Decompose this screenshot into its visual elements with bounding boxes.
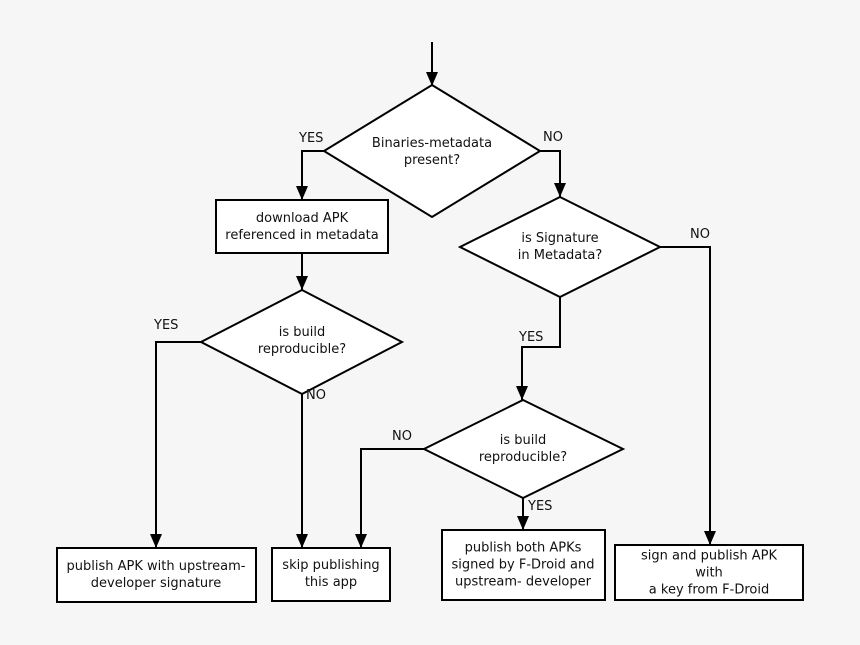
decision-build-left-label: is build reproducible? (257, 325, 347, 357)
edge-label-signature-yes: YES (519, 330, 544, 345)
process-skip-publishing (271, 547, 391, 602)
edge-label-build-left-yes: YES (154, 318, 179, 333)
edge-build-left-yes-connector (150, 341, 201, 548)
process-publish-upstream-label: publish APK with upstream- developer sig… (66, 559, 246, 591)
decision-signature-in-metadata (457, 195, 663, 299)
decision-build-reproducible-mid (421, 398, 626, 500)
edge-build-mid-no-connector (355, 448, 424, 548)
process-skip-publishing-label: skip publishing this app (282, 558, 380, 590)
edge-signature-yes-connector (516, 297, 561, 400)
process-download-apk-label: download APK referenced in metadata (225, 211, 379, 243)
decision-binaries-label: Binaries-metadata present? (371, 136, 493, 168)
process-sign-and-publish (614, 544, 804, 601)
decision-binaries-metadata-present (322, 83, 542, 219)
decision-build-mid-label: is build reproducible? (478, 433, 568, 465)
edge-binaries-yes-connector (296, 150, 324, 200)
edge-label-build-mid-no: NO (392, 429, 412, 444)
edge-label-signature-no: NO (690, 227, 710, 242)
edge-signature-no-connector (660, 246, 716, 545)
process-download-apk (215, 199, 389, 254)
process-publish-both-label: publish both APKs signed by F-Droid and … (451, 540, 595, 590)
process-publish-upstream (56, 547, 257, 603)
edge-label-build-mid-yes: YES (528, 499, 553, 514)
decision-signature-label: is Signature in Metadata? (517, 231, 603, 263)
process-publish-both-apks (441, 529, 606, 601)
edge-binaries-no-connector (540, 150, 566, 197)
decision-build-reproducible-left (198, 288, 405, 396)
process-sign-and-publish-label: sign and publish APK with a key from F-D… (641, 548, 777, 598)
edge-label-build-left-no: NO (306, 388, 326, 403)
edge-label-binaries-no: NO (543, 130, 563, 145)
edge-label-binaries-yes: YES (299, 131, 324, 146)
